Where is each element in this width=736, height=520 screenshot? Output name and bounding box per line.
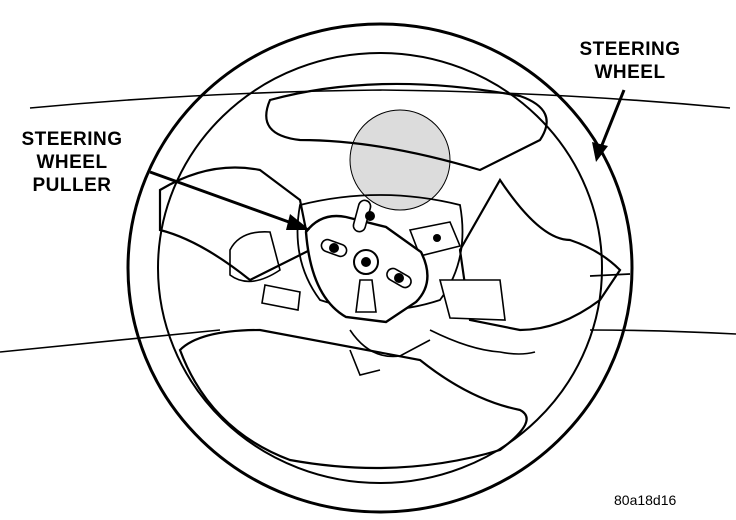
bracket-bolt [433, 234, 441, 242]
wheel-upper-opening [265, 82, 548, 172]
left-bracket-wiring [229, 231, 301, 311]
wheel-right-spoke [458, 177, 622, 332]
clockspring-lead [429, 329, 536, 355]
wheel-leader-line [598, 89, 626, 151]
steering-hub [296, 194, 464, 311]
dashboard-line-top [29, 89, 731, 109]
lower-wiring-harness [349, 329, 431, 376]
rim-seam-right [589, 273, 631, 277]
figure-id: 80a18d16 [614, 492, 677, 508]
right-bracket [408, 221, 506, 321]
steering-column-shadow [349, 109, 451, 211]
puller-label-line3: PULLER [32, 175, 112, 196]
wheel-arrowhead [592, 142, 608, 162]
steering-wheel-puller [304, 199, 429, 324]
steering-wheel-label: STEERING WHEEL [560, 38, 700, 84]
puller-label-line1: STEERING [21, 129, 123, 150]
puller-arrowhead [286, 214, 310, 230]
wheel-lower-opening [178, 328, 528, 470]
wheel-rim-outer [126, 22, 634, 514]
wheel-rim-inner [157, 52, 603, 484]
puller-leader-line [149, 170, 301, 228]
steering-wheel-label-line1: STEERING [579, 39, 681, 60]
puller-label-line2: WHEEL [36, 152, 108, 173]
dashboard-line-bottom [0, 329, 736, 353]
steering-wheel-label-line2: WHEEL [594, 62, 666, 83]
puller-label: STEERING WHEEL PULLER [6, 128, 138, 197]
